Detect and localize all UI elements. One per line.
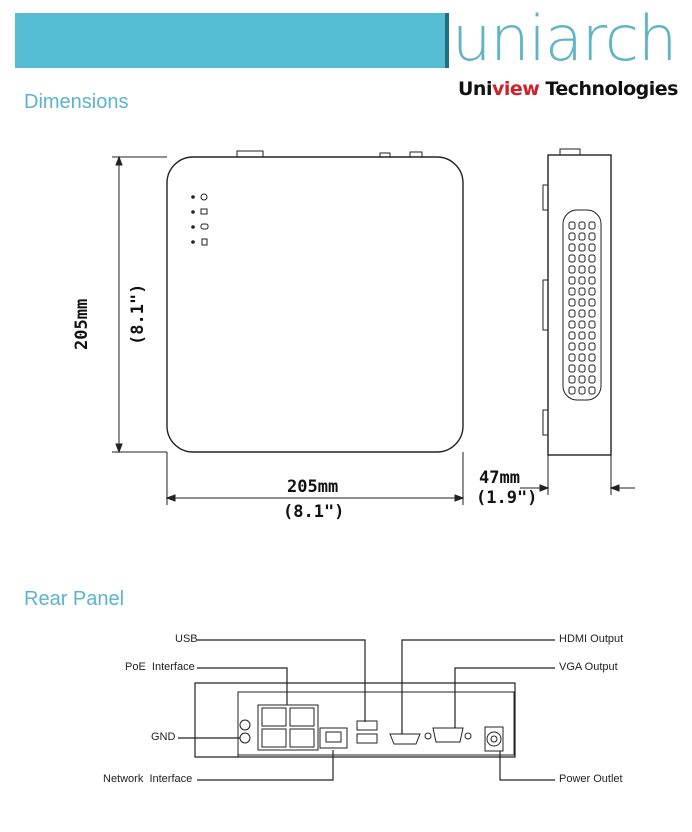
label-power: Power Outlet bbox=[559, 773, 623, 785]
rear-device bbox=[194, 682, 516, 758]
vent-slot bbox=[578, 265, 586, 274]
vent-slot bbox=[568, 232, 576, 241]
uniarch-logo: uniarch bbox=[452, 2, 677, 75]
vent-slot bbox=[578, 386, 586, 395]
vent-slot bbox=[568, 298, 576, 307]
vent-slot bbox=[588, 298, 596, 307]
vent-slot bbox=[588, 386, 596, 395]
vent-slot bbox=[578, 309, 586, 318]
vent-slot bbox=[568, 287, 576, 296]
vent-slot bbox=[568, 364, 576, 373]
vent-slot bbox=[568, 221, 576, 230]
dimensions-heading: Dimensions bbox=[24, 91, 129, 113]
width-in: (8.1") bbox=[283, 502, 345, 522]
height-dimension bbox=[112, 155, 167, 454]
vent-slot bbox=[568, 243, 576, 252]
vent-slot bbox=[588, 375, 596, 384]
vent-slot bbox=[588, 254, 596, 263]
vent-slot bbox=[578, 320, 586, 329]
vent-slot bbox=[578, 232, 586, 241]
vent-slot bbox=[568, 276, 576, 285]
vent-slot bbox=[588, 232, 596, 241]
vent-slot bbox=[578, 342, 586, 351]
vent-slot bbox=[588, 320, 596, 329]
label-vga: VGA Output bbox=[559, 661, 618, 673]
vent-slot bbox=[588, 221, 596, 230]
vent-slot bbox=[588, 276, 596, 285]
height-in: (8.1") bbox=[128, 283, 148, 345]
banner-edge bbox=[445, 13, 449, 68]
width-mm: 205mm bbox=[287, 477, 339, 497]
vent-slot bbox=[588, 243, 596, 252]
vent-slot bbox=[568, 265, 576, 274]
vent-slot bbox=[578, 375, 586, 384]
height-mm: 205mm bbox=[72, 298, 92, 350]
vent-slot bbox=[568, 375, 576, 384]
depth-dimension bbox=[520, 455, 635, 495]
vent-slot bbox=[578, 254, 586, 263]
label-gnd: GND bbox=[151, 731, 176, 743]
vent-slot bbox=[568, 386, 576, 395]
vent-slot bbox=[578, 364, 586, 373]
vent-slot bbox=[588, 364, 596, 373]
header-banner bbox=[15, 13, 445, 68]
vent-slot bbox=[568, 309, 576, 318]
vent-slot bbox=[578, 298, 586, 307]
side-view bbox=[542, 148, 612, 456]
depth-mm: 47mm bbox=[479, 468, 520, 488]
vent-slot bbox=[568, 320, 576, 329]
label-hdmi: HDMI Output bbox=[559, 633, 624, 645]
label-network: Network Interface bbox=[103, 773, 193, 785]
vent-slot bbox=[588, 353, 596, 362]
callout-lines bbox=[178, 639, 555, 781]
label-poe: PoE Interface bbox=[125, 661, 195, 673]
tagline-highlight: view bbox=[491, 78, 540, 100]
rear-panel-heading: Rear Panel bbox=[24, 588, 125, 610]
vent-slot bbox=[588, 331, 596, 340]
tagline: Uniview Technologies bbox=[458, 78, 678, 100]
width-dimension bbox=[165, 452, 465, 505]
vent-slot bbox=[578, 221, 586, 230]
vent-slot bbox=[588, 342, 596, 351]
vent-slot bbox=[568, 353, 576, 362]
vent-slot bbox=[578, 353, 586, 362]
tagline-prefix: Uni bbox=[458, 78, 492, 100]
depth-in: (1.9") bbox=[476, 488, 538, 508]
vent-slot bbox=[578, 331, 586, 340]
vent-slot bbox=[588, 265, 596, 274]
vent-slot bbox=[588, 287, 596, 296]
vent-slot bbox=[568, 331, 576, 340]
tagline-suffix: Technologies bbox=[539, 78, 678, 100]
vent-slot bbox=[578, 243, 586, 252]
vent-slot bbox=[578, 287, 586, 296]
label-usb: USB bbox=[175, 633, 198, 645]
vent-slot bbox=[568, 254, 576, 263]
vent-slot bbox=[568, 342, 576, 351]
vent-slot bbox=[578, 276, 586, 285]
front-view bbox=[166, 150, 464, 453]
vent-slot bbox=[588, 309, 596, 318]
